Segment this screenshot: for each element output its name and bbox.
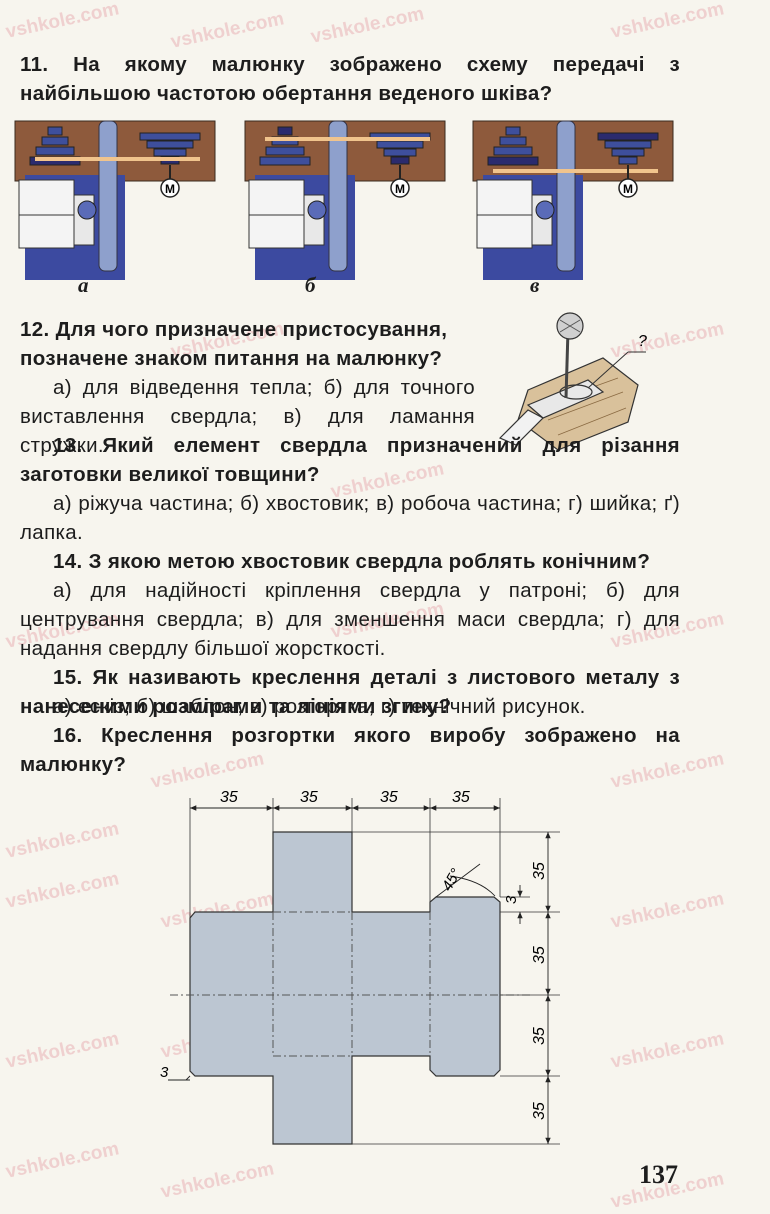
left-pulley-step (499, 136, 527, 146)
watermark: vshkole.com (3, 0, 121, 43)
dim-angle-45: 45° (439, 866, 465, 894)
question-12-text: 12. Для чого призначене пристосування, п… (20, 318, 448, 370)
watermark: vshkole.com (3, 1028, 121, 1073)
right-pulley-step (383, 148, 417, 157)
question-12-answers: а) для відведення тепла; б) для точного … (20, 376, 475, 457)
pulley-drive-figures: M M M (14, 120, 674, 280)
dim-right-1: 35 (531, 862, 548, 880)
right-pulley-step (146, 140, 194, 149)
motor-label: M (165, 182, 175, 196)
dim-top-2: 35 (300, 789, 318, 806)
motor-icon (160, 178, 180, 198)
question-11-text: 11. На якому малюнку зображено схему пер… (20, 53, 680, 105)
right-pulley-step (597, 132, 659, 141)
left-pulley-step (259, 156, 311, 166)
watermark: vshkole.com (158, 1158, 276, 1203)
watermark: vshkole.com (168, 8, 286, 53)
figure-question-mark: ? (638, 333, 647, 350)
question-14-text: 14. З якою метою хвостовик свердла робля… (53, 550, 651, 573)
motor-icon (618, 178, 638, 198)
motor-icon (390, 178, 410, 198)
spindle (556, 120, 576, 272)
right-pulley-step (390, 156, 410, 165)
housing (248, 179, 305, 249)
pulley-figure-c: M (472, 120, 674, 280)
dim-right-2: 35 (531, 946, 548, 964)
watermark: vshkole.com (3, 868, 121, 913)
watermark: vshkole.com (308, 3, 426, 48)
dim-right-4: 35 (531, 1102, 548, 1120)
question-15-text: 15. Як називають креслення деталі з лист… (20, 666, 680, 718)
figure-label-b: б (305, 273, 316, 297)
drill-jig-figure: ? (498, 312, 647, 451)
watermark: vshkole.com (608, 1028, 726, 1073)
watermark: vshkole.com (3, 818, 121, 863)
dim-small-3: 3 (503, 895, 520, 904)
spindle (328, 120, 348, 272)
left-pulley-step (265, 146, 305, 156)
question-16-text: 16. Креслення розгортки якого виробу зоб… (20, 724, 680, 776)
question-15-answers: а) ескіз; б) шаблон; в) розгортка; г) те… (53, 695, 586, 718)
motor-label: M (395, 182, 405, 196)
watermark: vshkole.com (3, 1138, 121, 1183)
development-shape (189, 831, 501, 1145)
page-number: 137 (639, 1160, 678, 1189)
left-pulley-step (35, 146, 75, 156)
motor-label: M (623, 182, 633, 196)
watermark: vshkole.com (608, 0, 726, 43)
dim-top-4: 35 (452, 789, 470, 806)
gear (77, 200, 97, 220)
dim-top-1: 35 (220, 789, 238, 806)
figure-label-c: в (530, 273, 540, 297)
box-development-drawing: 35 35 35 35 35 35 35 35 3 45° 3 (160, 789, 560, 1145)
left-pulley-step (493, 146, 533, 156)
question-14-answers: а) для надійності кріплення свердла у па… (20, 579, 680, 660)
left-pulley-step (47, 126, 63, 136)
right-pulley-step (611, 148, 645, 157)
dim-left-3: 3 (160, 1064, 169, 1081)
fold-lines (170, 911, 530, 1057)
gear (307, 200, 327, 220)
gear (535, 200, 555, 220)
dim-right-3: 35 (531, 1027, 548, 1045)
spindle (98, 120, 118, 272)
left-pulley-step (277, 126, 293, 136)
figure-label-a: а (78, 273, 89, 297)
left-pulley-step (41, 136, 69, 146)
right-pulley-step (376, 140, 424, 149)
watermark: vshkole.com (608, 888, 726, 933)
housing (476, 179, 533, 249)
right-pulley-step (153, 148, 187, 157)
pulley-figure-a: M (14, 120, 216, 280)
right-pulley-step (618, 156, 638, 165)
left-pulley-step (487, 156, 539, 166)
housing (18, 179, 75, 249)
question-13-answers: а) ріжуча частина; б) хвостовик; в) робо… (20, 492, 680, 544)
left-pulley-step (505, 126, 521, 136)
question-13-text: 13. Який елемент свердла призначений для… (20, 434, 680, 486)
dim-top-3: 35 (380, 789, 398, 806)
right-pulley-step (604, 140, 652, 149)
pulley-figure-b: M (244, 120, 446, 280)
right-pulley-step (139, 132, 201, 141)
